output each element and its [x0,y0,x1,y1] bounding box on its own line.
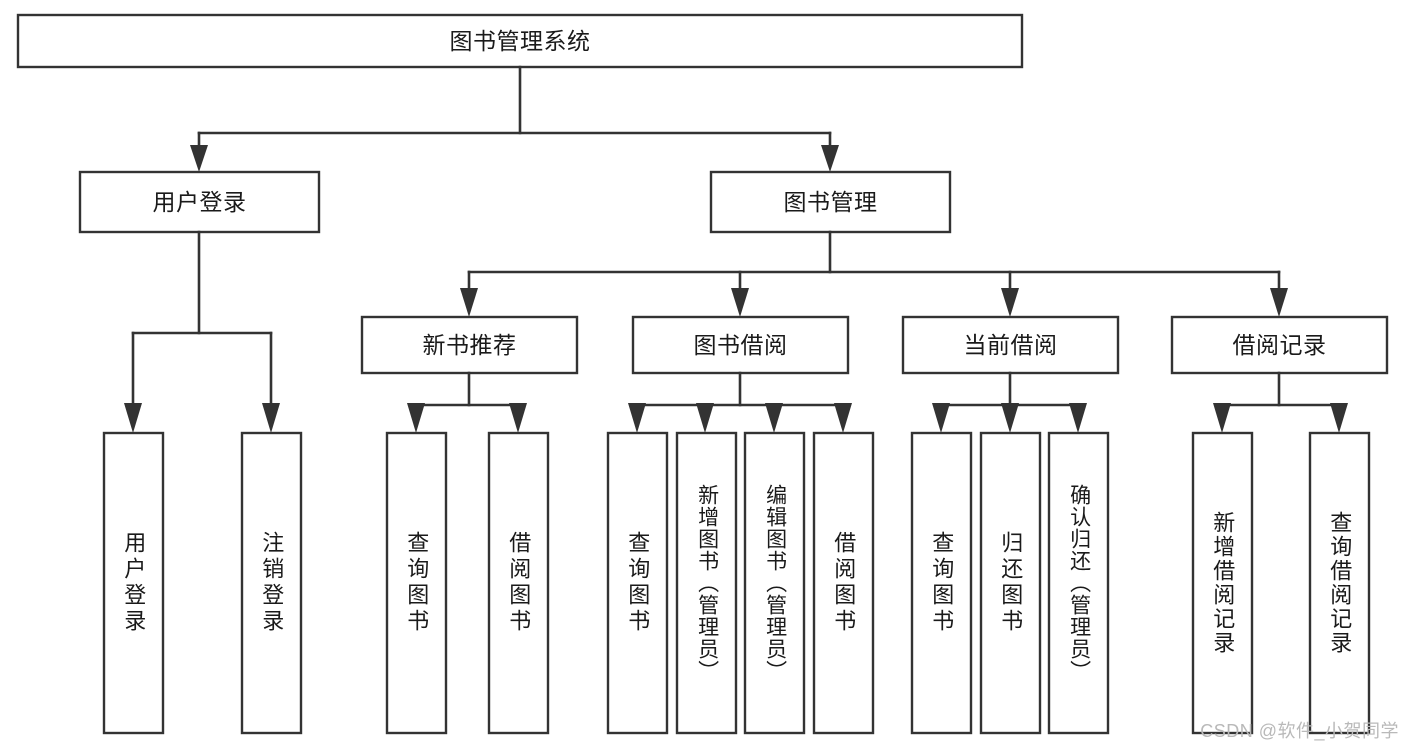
leaf-box-return-book[interactable] [979,431,1042,735]
arrow-leaf-4 [628,403,646,433]
node-new-book-recommend[interactable] [360,315,579,375]
leaf-box-query-book-3[interactable] [910,431,973,735]
node-user-login[interactable] [78,170,321,234]
leaf-box-confirm-return-admin[interactable] [1047,431,1110,735]
arrow-leaf-3 [509,403,527,433]
node-root[interactable] [16,13,1024,69]
node-book-borrow[interactable] [631,315,850,375]
arrow-level1-0 [190,145,208,172]
arrow-leaf-9 [1001,403,1019,433]
arrow-leaf-10 [1069,403,1087,433]
node-borrow-record[interactable] [1170,315,1389,375]
arrow-leaf-6 [765,403,783,433]
leaf-box-query-book-1[interactable] [385,431,448,735]
leaf-box-user-login[interactable] [102,431,165,735]
arrow-level2-0 [460,288,478,317]
node-current-borrow[interactable] [901,315,1120,375]
node-book-management[interactable] [709,170,952,234]
arrow-leaf-2 [407,403,425,433]
leaf-box-query-borrow-record[interactable] [1308,431,1371,735]
csdn-watermark: CSDN @软件_小贺同学 [1200,721,1399,741]
arrow-level2-3 [1270,288,1288,317]
leaf-box-add-borrow-record[interactable] [1191,431,1254,735]
leaf-box-borrow-book-2[interactable] [812,431,875,735]
arrow-leaf-1 [262,403,280,433]
arrow-leaf-11 [1213,403,1231,433]
arrow-leaf-7 [834,403,852,433]
arrow-level2-2 [1001,288,1019,317]
arrow-leaf-8 [932,403,950,433]
arrow-leaf-12 [1330,403,1348,433]
arrow-level1-1 [821,145,839,172]
leaf-box-edit-book-admin[interactable] [743,431,806,735]
arrow-leaf-5 [696,403,714,433]
arrow-level2-1 [731,288,749,317]
leaf-box-query-book-2[interactable] [606,431,669,735]
leaf-box-borrow-book-1[interactable] [487,431,550,735]
leaf-box-logout[interactable] [240,431,303,735]
arrow-leaf-0 [124,403,142,433]
leaf-box-add-book-admin[interactable] [675,431,738,735]
